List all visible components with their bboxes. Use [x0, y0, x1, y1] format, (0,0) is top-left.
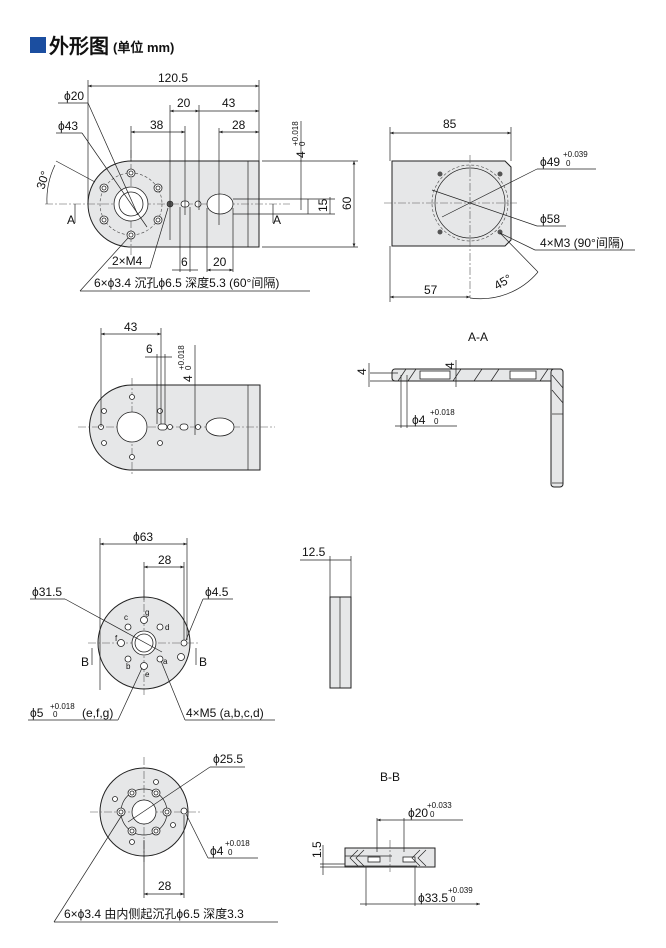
dimension-label: A	[273, 213, 281, 227]
dimension-label: 20	[177, 96, 191, 110]
dimension-label: B	[81, 655, 89, 669]
dimension-label: b	[126, 662, 131, 671]
dimension-label: 4	[294, 151, 308, 158]
view-right: 85 ϕ49 +0.039 0 ϕ58 4×M3 (90°间隔) 45° 57	[384, 117, 635, 302]
dimension-label: 6	[146, 342, 153, 356]
dimension-label: 6	[181, 255, 188, 269]
dimension-label: 15	[316, 198, 330, 212]
dimension-label: 85	[443, 117, 457, 131]
dimension-label: 0	[184, 365, 193, 370]
dimension-label: g	[145, 608, 149, 617]
dimension-label: 0	[430, 810, 435, 819]
dimension-label: 28	[158, 553, 172, 567]
page-header: 外形图 (单位 mm)	[30, 30, 174, 59]
section-bb: B-B ϕ20 +0.033 0 1.5 ϕ33.5 +0.039 0	[310, 770, 480, 906]
svg-text:4: 4	[294, 151, 308, 158]
dimension-label: ϕ20	[64, 89, 84, 103]
dimension-label: 2×M4	[112, 254, 143, 268]
dimension-label: ϕ25.5	[213, 752, 243, 766]
dimension-label: (e,f,g)	[82, 706, 113, 720]
dimension-label: 0	[434, 417, 439, 426]
dimension-label: ϕ63	[133, 530, 153, 544]
dimension-label: 30°	[34, 169, 53, 191]
dimension-label: ϕ5	[30, 706, 44, 720]
dimension-label: 28	[232, 118, 246, 132]
view-top: 120.5 20 43 38 28 ϕ20 ϕ43 30° A A 4 +0.0…	[34, 71, 358, 292]
dimension-label: 4	[181, 375, 195, 382]
dimension-label: 43	[124, 320, 138, 334]
dimension-label: 1.5	[310, 841, 324, 858]
dimension-label: +0.033	[427, 801, 452, 810]
dimension-label: 4	[355, 368, 369, 375]
dimension-label: ϕ58	[540, 212, 560, 226]
dimension-label: f	[115, 634, 118, 643]
dimension-label: 6×ϕ3.4 沉孔ϕ6.5 深度5.3 (60°间隔)	[94, 275, 279, 290]
dimension-label: 120.5	[158, 71, 188, 85]
dimension-label: 0	[228, 848, 233, 857]
side-view: 12.5	[300, 545, 352, 689]
dimension-label: ϕ20	[408, 806, 428, 820]
dimension-label: 57	[424, 283, 438, 297]
dimension-label: a	[163, 657, 168, 666]
dimension-label: 20	[213, 255, 227, 269]
dimension-label: +0.018	[225, 839, 250, 848]
view-mid: 43 6 4 +0.018 0	[78, 320, 275, 476]
dimension-label: +0.018	[177, 345, 186, 370]
dimension-label: B	[199, 655, 207, 669]
dimension-label: +0.039	[448, 886, 473, 895]
dimension-label: 4×M5 (a,b,c,d)	[186, 706, 264, 720]
dimension-label: A	[67, 213, 75, 227]
dimension-label: 0	[566, 159, 571, 168]
dimension-label: 4	[443, 362, 457, 369]
dimension-label: 45°	[492, 271, 515, 292]
dimension-label: +0.018	[50, 702, 75, 711]
dimension-label: e	[145, 670, 150, 679]
dimension-label: +0.018	[430, 408, 455, 417]
dimension-label: d	[165, 623, 169, 632]
dimension-label: 0	[53, 710, 58, 719]
page-title: 外形图	[49, 36, 109, 58]
dimension-label: 0	[298, 141, 307, 146]
dimension-label: ϕ33.5	[418, 891, 448, 905]
flange-back: ϕ25.5 ϕ4 +0.018 0 28 6×ϕ3.4 由内侧起沉孔ϕ6.5 深…	[53, 752, 278, 923]
dimension-label: A-A	[468, 330, 488, 344]
dimension-label: ϕ43	[58, 119, 78, 133]
dimension-label: 28	[158, 879, 172, 893]
section-aa: A-A 4 4 ϕ4 +0.018 0	[355, 330, 564, 488]
dimension-label: +0.018	[291, 121, 300, 146]
dimension-label: ϕ49	[540, 155, 560, 169]
dimension-label: 38	[150, 118, 164, 132]
dimension-label: 4×M3 (90°间隔)	[540, 236, 624, 250]
counterbore-holes	[99, 168, 163, 240]
dimension-label: 6×ϕ3.4 由内侧起沉孔ϕ6.5 深度3.3	[64, 906, 244, 921]
dimension-label: B-B	[380, 770, 400, 784]
dimension-label: 43	[222, 96, 236, 110]
dimension-label: 60	[340, 196, 354, 210]
flange-front: a b c d e f g ϕ63 28 ϕ31.5 ϕ4.5 B B ϕ5 +…	[28, 530, 275, 721]
dimension-label: ϕ4	[210, 844, 224, 858]
dimension-label: ϕ31.5	[32, 585, 62, 599]
dimension-label: c	[124, 613, 128, 622]
dimension-label: 12.5	[302, 545, 326, 559]
header-square-icon	[30, 36, 46, 53]
dimension-label: ϕ4	[412, 413, 426, 427]
dimension-label: ϕ4.5	[205, 585, 229, 599]
unit-label: (单位 mm)	[113, 39, 175, 55]
dimension-label: +0.039	[563, 150, 588, 159]
dimension-label: 0	[451, 895, 456, 904]
counterbore-holes	[116, 788, 172, 836]
